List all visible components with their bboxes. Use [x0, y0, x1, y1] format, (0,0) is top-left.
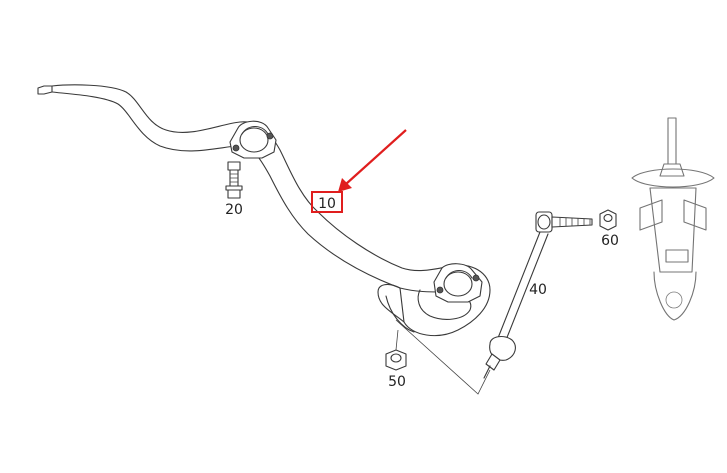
bolt-part-20[interactable]: [225, 161, 243, 199]
highlight-arrow: [338, 129, 407, 192]
nut-part-50[interactable]: [385, 349, 407, 371]
stabilizer-link-part-40[interactable]: [483, 211, 593, 379]
leader-lines: [395, 319, 491, 395]
label-part-20[interactable]: 20: [225, 202, 243, 218]
label-part-10[interactable]: 10: [318, 196, 336, 212]
nut-part-60[interactable]: [599, 209, 617, 231]
label-part-40[interactable]: 40: [529, 282, 547, 298]
label-part-60[interactable]: 60: [601, 233, 619, 249]
highlight-box: [311, 191, 343, 213]
bracket-right[interactable]: [433, 263, 483, 303]
shock-strut: [631, 117, 715, 321]
label-part-50[interactable]: 50: [388, 374, 406, 390]
stabilizer-bar[interactable]: [37, 84, 491, 337]
bracket-left[interactable]: [229, 120, 277, 159]
